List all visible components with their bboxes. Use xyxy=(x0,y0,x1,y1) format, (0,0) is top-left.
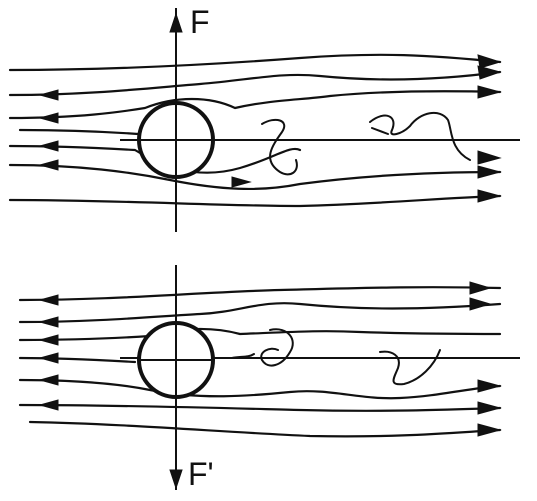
bottom-wake-vortex-3 xyxy=(379,349,441,386)
bottom-streamline-2 xyxy=(18,302,502,324)
bottom-arrow-in-3 xyxy=(38,334,59,346)
top-below-cylinder-arrow xyxy=(231,176,252,188)
top-streamline-1 xyxy=(8,53,502,72)
bottom-streamline-1 xyxy=(18,286,502,302)
bottom-wake-vortex-2 xyxy=(231,353,255,359)
bottom-arrow-in-2 xyxy=(38,316,59,328)
top-arrow-in-1 xyxy=(38,89,59,101)
bottom-arrow-out-1 xyxy=(469,281,492,295)
bottom-streamline-7 xyxy=(28,420,502,438)
top-streamline-3 xyxy=(8,90,502,120)
bottom-arrow-out-2 xyxy=(469,297,492,311)
bottom-arrow-in-6 xyxy=(38,399,59,411)
bottom-arrow-out-4 xyxy=(477,401,502,415)
bottom-panel xyxy=(18,265,520,490)
top-force-arrowhead xyxy=(169,12,183,33)
bottom-arrow-out-3 xyxy=(477,379,502,393)
top-wake-vortex-2 xyxy=(369,111,471,161)
bottom-force-arrowhead xyxy=(169,469,183,490)
top-streamline-7 xyxy=(18,128,140,136)
bottom-streamline-4 xyxy=(18,356,137,364)
bottom-arrow-in-4 xyxy=(38,352,59,364)
bottom-arrow-in-1 xyxy=(38,294,59,306)
top-streamline-6 xyxy=(8,194,502,208)
top-arrow-out-3 xyxy=(477,85,502,99)
force-label-f-prime: F' xyxy=(188,456,214,492)
top-arrow-in-2 xyxy=(38,112,59,124)
top-arrow-out-4 xyxy=(477,150,502,165)
top-streamline-2 xyxy=(8,70,502,97)
bottom-arrow-in-5 xyxy=(38,374,59,386)
top-wake-vortex-1 xyxy=(261,118,298,176)
top-arrow-out-6 xyxy=(477,189,502,203)
top-arrow-out-1 xyxy=(477,54,502,69)
top-streamline-5 xyxy=(8,163,502,191)
bottom-streamline-5 xyxy=(18,378,502,400)
bottom-streamline-6 xyxy=(18,403,502,412)
force-label-f: F xyxy=(190,4,210,40)
top-arrow-out-2 xyxy=(477,65,502,80)
bottom-streamline-3 xyxy=(18,327,502,342)
bottom-wake-vortex-1 xyxy=(260,328,294,367)
top-arrow-in-4 xyxy=(38,159,59,171)
bottom-arrow-out-5 xyxy=(477,423,502,437)
top-arrow-out-5 xyxy=(477,165,502,179)
top-arrow-in-3 xyxy=(38,140,59,152)
top-wake-vortex-3 xyxy=(371,127,389,135)
top-panel xyxy=(8,8,520,232)
